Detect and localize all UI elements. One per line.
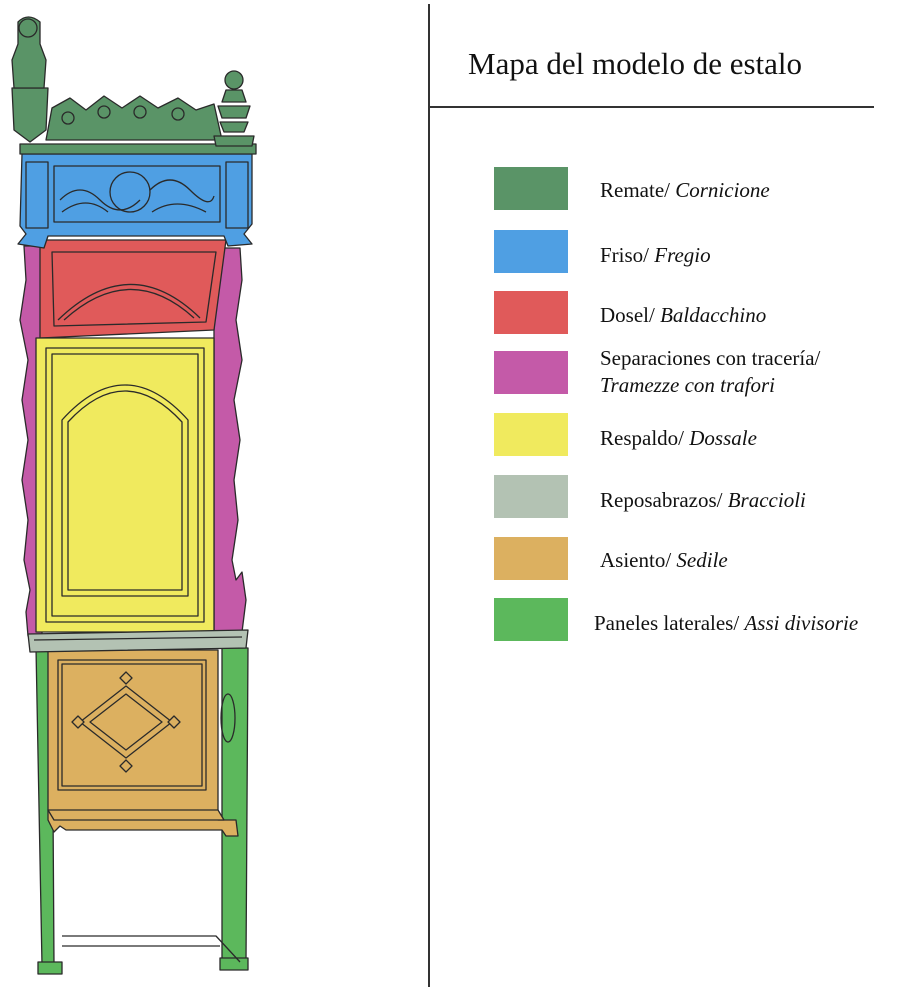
legend-swatch: [494, 351, 568, 394]
legend-swatch: [494, 413, 568, 456]
armrest-region: [27, 629, 249, 653]
legend-label-es: Respaldo/: [600, 426, 690, 450]
legend-label-es: Paneles laterales/: [594, 611, 745, 635]
choir-stall-diagram: [11, 16, 257, 975]
legend-label: Friso/ Fregio: [600, 242, 711, 269]
legend-label-it: Dossale: [689, 426, 757, 450]
legend-swatch: [494, 291, 568, 334]
legend-label-it: Braccioli: [727, 488, 806, 512]
legend-swatch: [494, 230, 568, 273]
legend-label: Reposabrazos/ Braccioli: [600, 487, 806, 514]
legend-label-es: Dosel/: [600, 303, 661, 327]
legend-label: Remate/ Cornicione: [600, 177, 770, 204]
legend-label-it: Baldacchino: [660, 303, 767, 327]
canopy-region: [39, 239, 227, 339]
legend-label-es: Reposabrazos/: [600, 488, 728, 512]
title-underline: [428, 106, 874, 108]
legend-label-it: Cornicione: [675, 178, 770, 202]
backrest-region: [35, 337, 215, 633]
legend-label-it: Assi divisorie: [744, 611, 859, 635]
legend-label: Asiento/ Sedile: [600, 547, 728, 574]
legend-label: Separaciones con tracería/Tramezze con t…: [600, 345, 820, 399]
legend-label: Dosel/ Baldacchino: [600, 302, 766, 329]
page-title: Mapa del modelo de estalo: [468, 46, 803, 81]
legend-label-es: Friso/: [600, 243, 655, 267]
legend-label: Respaldo/ Dossale: [600, 425, 757, 452]
legend-label: Paneles laterales/ Assi divisorie: [594, 610, 858, 637]
legend-swatch: [494, 475, 568, 518]
legend-label-es: Asiento/: [600, 548, 677, 572]
legend-label-es: Separaciones con tracería/: [600, 346, 821, 370]
seat-region: [47, 649, 239, 837]
legend-swatch: [494, 537, 568, 580]
legend-label-it: Tramezze con trafori: [600, 373, 776, 397]
legend-swatch: [494, 598, 568, 641]
frieze-region: [17, 153, 253, 249]
legend-swatch: [494, 167, 568, 210]
legend-label-it: Sedile: [676, 548, 728, 572]
legend-label-it: Fregio: [654, 243, 711, 267]
crest-region: [11, 16, 257, 155]
legend-label-es: Remate/: [600, 178, 676, 202]
vertical-divider: [428, 4, 430, 987]
